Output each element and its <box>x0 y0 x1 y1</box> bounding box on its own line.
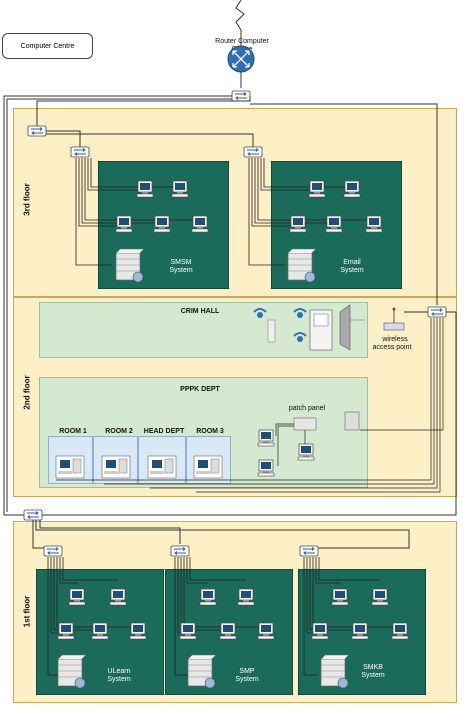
router-label-line1: Router Computer <box>215 38 269 45</box>
computer-centre-box: Computer Centre <box>2 33 93 59</box>
room-3-label: ROOM 3 <box>196 428 224 435</box>
smsm-label-2: System <box>169 267 193 274</box>
crim-hall-label: CRIM HALL <box>180 308 220 315</box>
patch-panel-label: patch panel <box>288 405 326 412</box>
smp-label-2: System <box>235 676 259 683</box>
room-2-label: ROOM 2 <box>105 428 133 435</box>
smkb-label-2: System <box>361 672 385 679</box>
computer-centre-label: Computer Centre <box>20 42 75 50</box>
email-label-1: Email <box>343 259 361 266</box>
smkb-label-1: SMKB <box>363 664 383 671</box>
email-label-2: System <box>340 267 364 274</box>
smp-label-1: SMP <box>239 668 255 675</box>
main-switch-icon <box>231 90 251 102</box>
ulearn-label-2: System <box>107 676 131 683</box>
ulearn-label-1: ULearn <box>107 668 131 675</box>
smsm-label-1: SMSM <box>170 259 192 266</box>
room-head-label: HEAD DEPT <box>143 428 185 435</box>
wireless-label-2: access point <box>372 344 412 351</box>
pppk-dept-label: PPPK DEPT <box>180 386 220 393</box>
wireless-label-1: wireless <box>382 336 408 343</box>
room-1-label: ROOM 1 <box>59 428 87 435</box>
